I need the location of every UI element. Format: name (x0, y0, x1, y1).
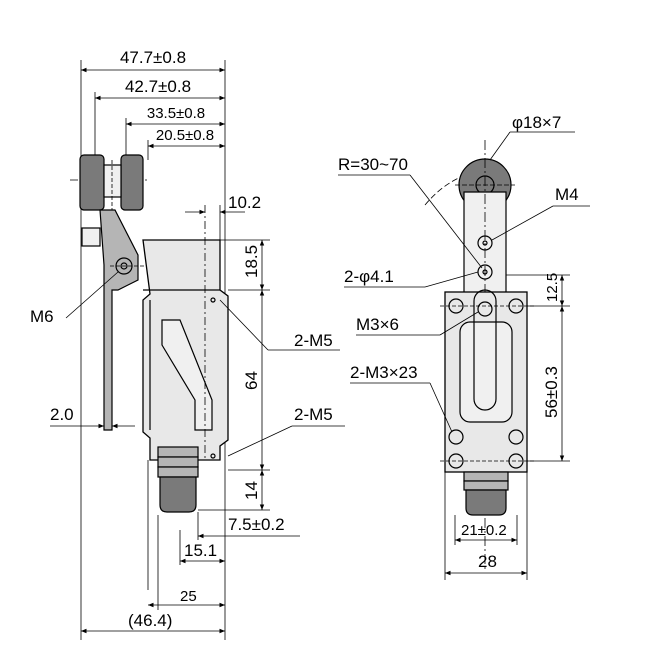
front-conduit-ring-1 (463, 471, 509, 482)
label-upper-mount: 2-M5 (294, 331, 333, 350)
label-roller-screw: M4 (555, 185, 579, 204)
dim-total-depth: (46.4) (128, 611, 172, 630)
lever-screw-inner (120, 262, 128, 270)
label-radius: R=30~70 (338, 155, 408, 174)
dim-overall-width: 47.7±0.8 (120, 48, 186, 67)
dim-body-width: 28 (478, 552, 497, 571)
front-view: φ18×7 R=30~70 M4 2-φ4.1 M3×6 2-M3×23 12.… (338, 113, 590, 580)
conduit-cap (159, 476, 197, 513)
roller-hub (103, 164, 122, 198)
front-slot (473, 289, 497, 411)
dim-conduit-offset: 7.5±0.2 (228, 515, 285, 534)
cover-screw (477, 301, 493, 317)
leader-cover-screw-b (439, 311, 479, 336)
dim-roller-inner: 33.5±0.8 (147, 105, 205, 122)
hole-mid-left (448, 429, 464, 445)
conduit-ring-1 (157, 446, 199, 458)
leader-holes-b (424, 271, 479, 288)
leader-roller-b (489, 131, 511, 161)
label-lever-screw: M6 (30, 307, 54, 326)
roller-left (79, 154, 105, 211)
dim-top-offset: 12.5 (544, 273, 561, 302)
front-conduit-ring-2 (463, 480, 509, 491)
conduit-ring-2 (157, 456, 199, 468)
body-cover-detail (161, 319, 213, 431)
leader-lower-mount-a (227, 425, 293, 457)
leader-radius-b (409, 174, 483, 269)
leader-cover-screws-b (429, 382, 453, 433)
dim-conduit-width: 21±0.2 (461, 522, 507, 539)
front-cover (459, 321, 513, 423)
hole-mid-right (508, 429, 524, 445)
lever-clamp (81, 227, 101, 247)
dim-roller-outer: 42.7±0.8 (125, 77, 191, 96)
dim-top-offset: 10.2 (228, 193, 261, 212)
dim-hole-spacing: 56±0.3 (542, 366, 561, 418)
dim-bottom-height: 14 (242, 481, 261, 500)
front-conduit-cap (465, 489, 507, 516)
dim-body-depth: 25 (180, 588, 197, 605)
label-holes: 2-φ4.1 (344, 267, 394, 286)
leader-m4-b (491, 205, 554, 241)
leader-upper-mount-a (219, 299, 269, 351)
leader-m6 (65, 271, 119, 319)
dim-upper-height: 18.5 (242, 245, 261, 278)
conduit-ring-3 (157, 466, 199, 478)
mount-hole-lower (210, 453, 216, 459)
label-cover-screws: 2-M3×23 (350, 363, 418, 382)
dim-conduit-width: 15.1 (184, 541, 217, 560)
roller-right (120, 154, 144, 211)
label-cover-screw: M3×6 (356, 315, 399, 334)
side-view: 47.7±0.8 42.7±0.8 33.5±0.8 20.5±0.8 M6 (30, 48, 345, 640)
label-lower-mount: 2-M5 (294, 405, 333, 424)
dim-roller-center: 20.5±0.8 (156, 127, 214, 144)
dim-lever-thickness: 2.0 (50, 405, 74, 424)
lever-arm (99, 209, 139, 431)
mount-hole-upper (210, 297, 216, 303)
label-roller: φ18×7 (512, 113, 561, 132)
dim-body-height: 64 (242, 371, 261, 390)
